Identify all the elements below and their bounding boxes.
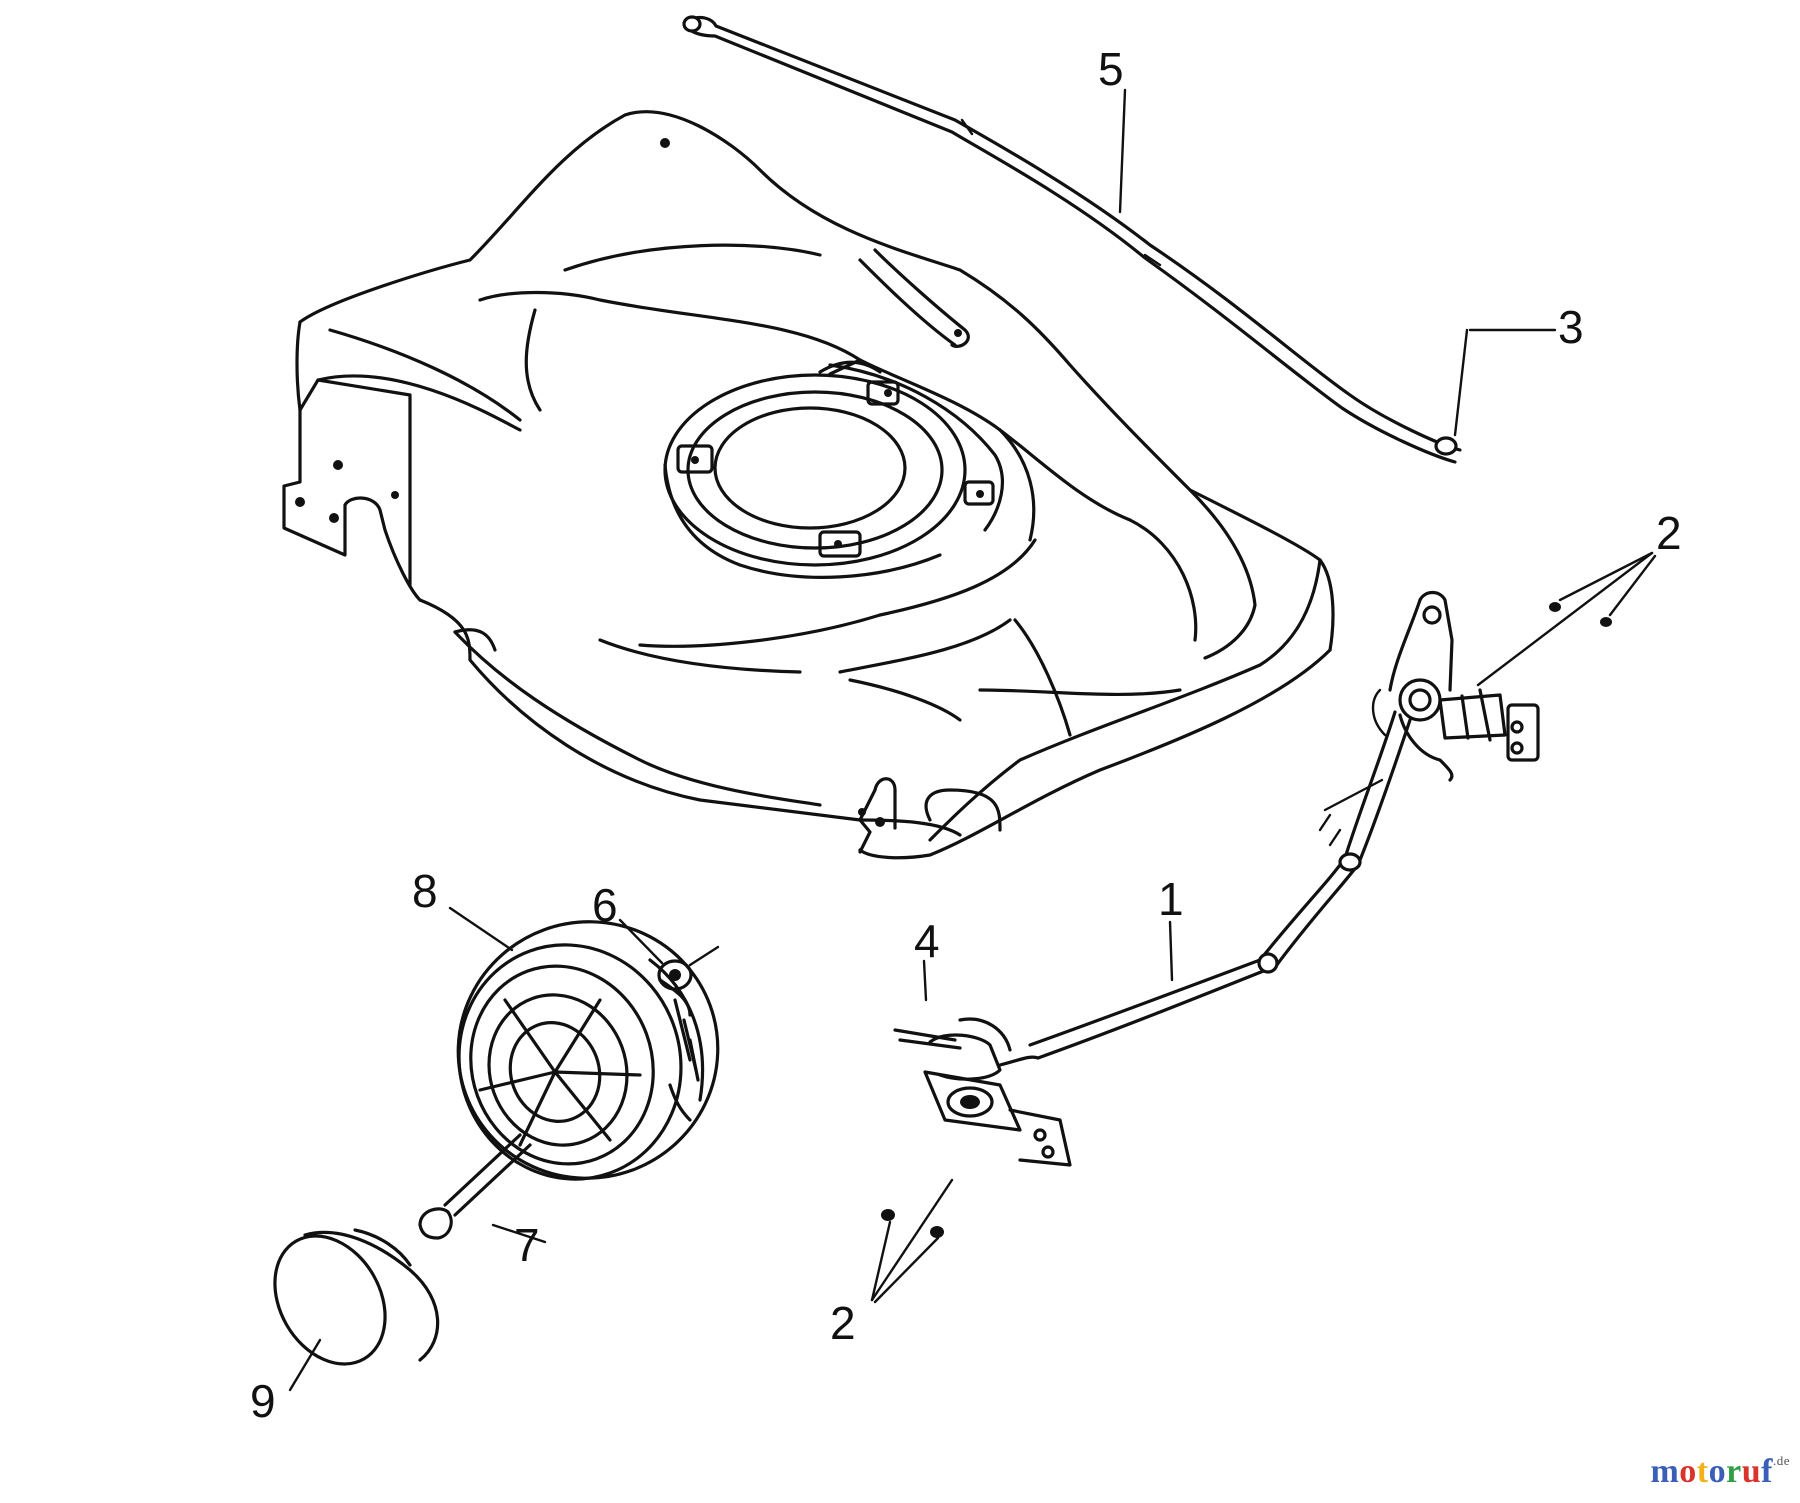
callout-6: 6 [592, 879, 618, 931]
hub-cap [273, 1228, 440, 1366]
small-parts [881, 602, 1612, 1238]
wheel [456, 920, 720, 1181]
callout-3: 3 [1558, 301, 1584, 353]
callout-1: 1 [1158, 873, 1184, 925]
motoruf-logo: motoruf.de [1650, 1453, 1790, 1491]
mower-deck [282, 110, 1335, 860]
logo-tld: .de [1772, 1453, 1790, 1468]
bolt [418, 1133, 532, 1240]
nut [657, 959, 693, 991]
callout-9: 9 [250, 1375, 276, 1427]
logo-letter: o [1679, 1453, 1697, 1490]
logo-letter: f [1761, 1453, 1773, 1490]
front-axle-assembly [923, 590, 1540, 1167]
logo-letter: m [1650, 1453, 1680, 1490]
logo-letter: r [1726, 1453, 1742, 1490]
leader-lines [288, 88, 1657, 1392]
callout-8: 8 [412, 865, 438, 917]
rear-axle-rod [682, 15, 1462, 464]
callout-4: 4 [914, 915, 940, 967]
logo-letter: o [1708, 1453, 1727, 1490]
callout-5: 5 [1098, 43, 1124, 95]
logo-letter: t [1696, 1453, 1709, 1490]
callout-2-lower: 2 [830, 1297, 856, 1349]
callout-2-upper: 2 [1656, 507, 1682, 559]
callout-7: 7 [514, 1219, 540, 1271]
logo-letter: u [1741, 1453, 1762, 1490]
